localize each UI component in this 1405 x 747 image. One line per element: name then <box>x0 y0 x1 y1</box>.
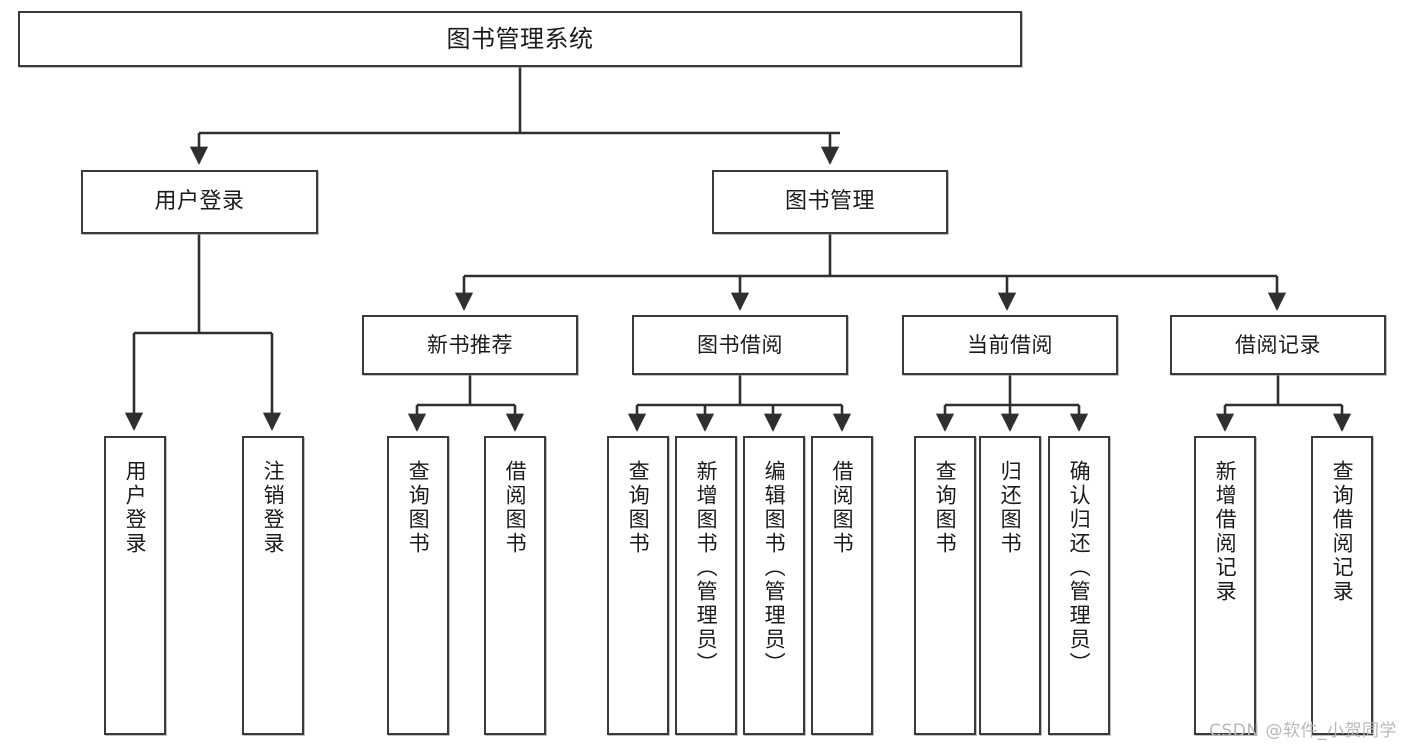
node-label: 新增借阅记录 <box>1213 460 1238 604</box>
node-label: 确认归还（管理员） <box>1067 460 1092 676</box>
node-label: 借阅图书 <box>830 460 855 556</box>
node-label: 归还图书 <box>998 460 1023 556</box>
node-label: 查询图书 <box>933 460 958 556</box>
node-leaf-user-login[interactable]: 用户登录 <box>104 436 166 735</box>
node-label: 图书管理 <box>784 189 875 215</box>
node-label: 查询借阅记录 <box>1330 460 1355 604</box>
node-leaf-query-book-3[interactable]: 查询图书 <box>914 436 976 735</box>
node-borrow-record[interactable]: 借阅记录 <box>1170 315 1386 375</box>
node-label: 用户登录 <box>123 460 148 556</box>
node-leaf-edit-book[interactable]: 编辑图书（管理员） <box>743 436 805 735</box>
node-label: 查询图书 <box>406 460 431 556</box>
node-new-book-recommend[interactable]: 新书推荐 <box>362 315 578 375</box>
csdn-watermark: CSDN @软件_小贺同学 <box>1209 721 1397 741</box>
node-label: 新书推荐 <box>427 332 513 357</box>
node-leaf-return-book[interactable]: 归还图书 <box>979 436 1041 735</box>
node-leaf-query-book-2[interactable]: 查询图书 <box>607 436 669 735</box>
node-book-borrow[interactable]: 图书借阅 <box>632 315 848 375</box>
node-leaf-add-book[interactable]: 新增图书（管理员） <box>675 436 737 735</box>
node-leaf-confirm-return[interactable]: 确认归还（管理员） <box>1048 436 1110 735</box>
node-label: 借阅图书 <box>503 460 528 556</box>
node-label: 编辑图书（管理员） <box>762 460 787 676</box>
node-label: 新增图书（管理员） <box>694 460 719 676</box>
node-label: 用户登录 <box>154 189 245 215</box>
node-book-manage[interactable]: 图书管理 <box>712 170 948 234</box>
node-user-login[interactable]: 用户登录 <box>81 170 318 234</box>
node-current-borrow[interactable]: 当前借阅 <box>902 315 1118 375</box>
node-label: 当前借阅 <box>967 332 1053 357</box>
node-leaf-query-book-1[interactable]: 查询图书 <box>387 436 449 735</box>
node-root-system[interactable]: 图书管理系统 <box>18 11 1022 67</box>
node-leaf-add-record[interactable]: 新增借阅记录 <box>1194 436 1256 735</box>
node-leaf-user-logout[interactable]: 注销登录 <box>242 436 304 735</box>
node-label: 查询图书 <box>626 460 651 556</box>
node-leaf-borrow-book-2[interactable]: 借阅图书 <box>811 436 873 735</box>
node-leaf-query-record[interactable]: 查询借阅记录 <box>1311 436 1373 735</box>
node-label: 图书管理系统 <box>446 24 594 53</box>
node-leaf-borrow-book-1[interactable]: 借阅图书 <box>484 436 546 735</box>
node-label: 借阅记录 <box>1235 332 1321 357</box>
node-label: 图书借阅 <box>697 332 783 357</box>
node-label: 注销登录 <box>261 460 286 556</box>
